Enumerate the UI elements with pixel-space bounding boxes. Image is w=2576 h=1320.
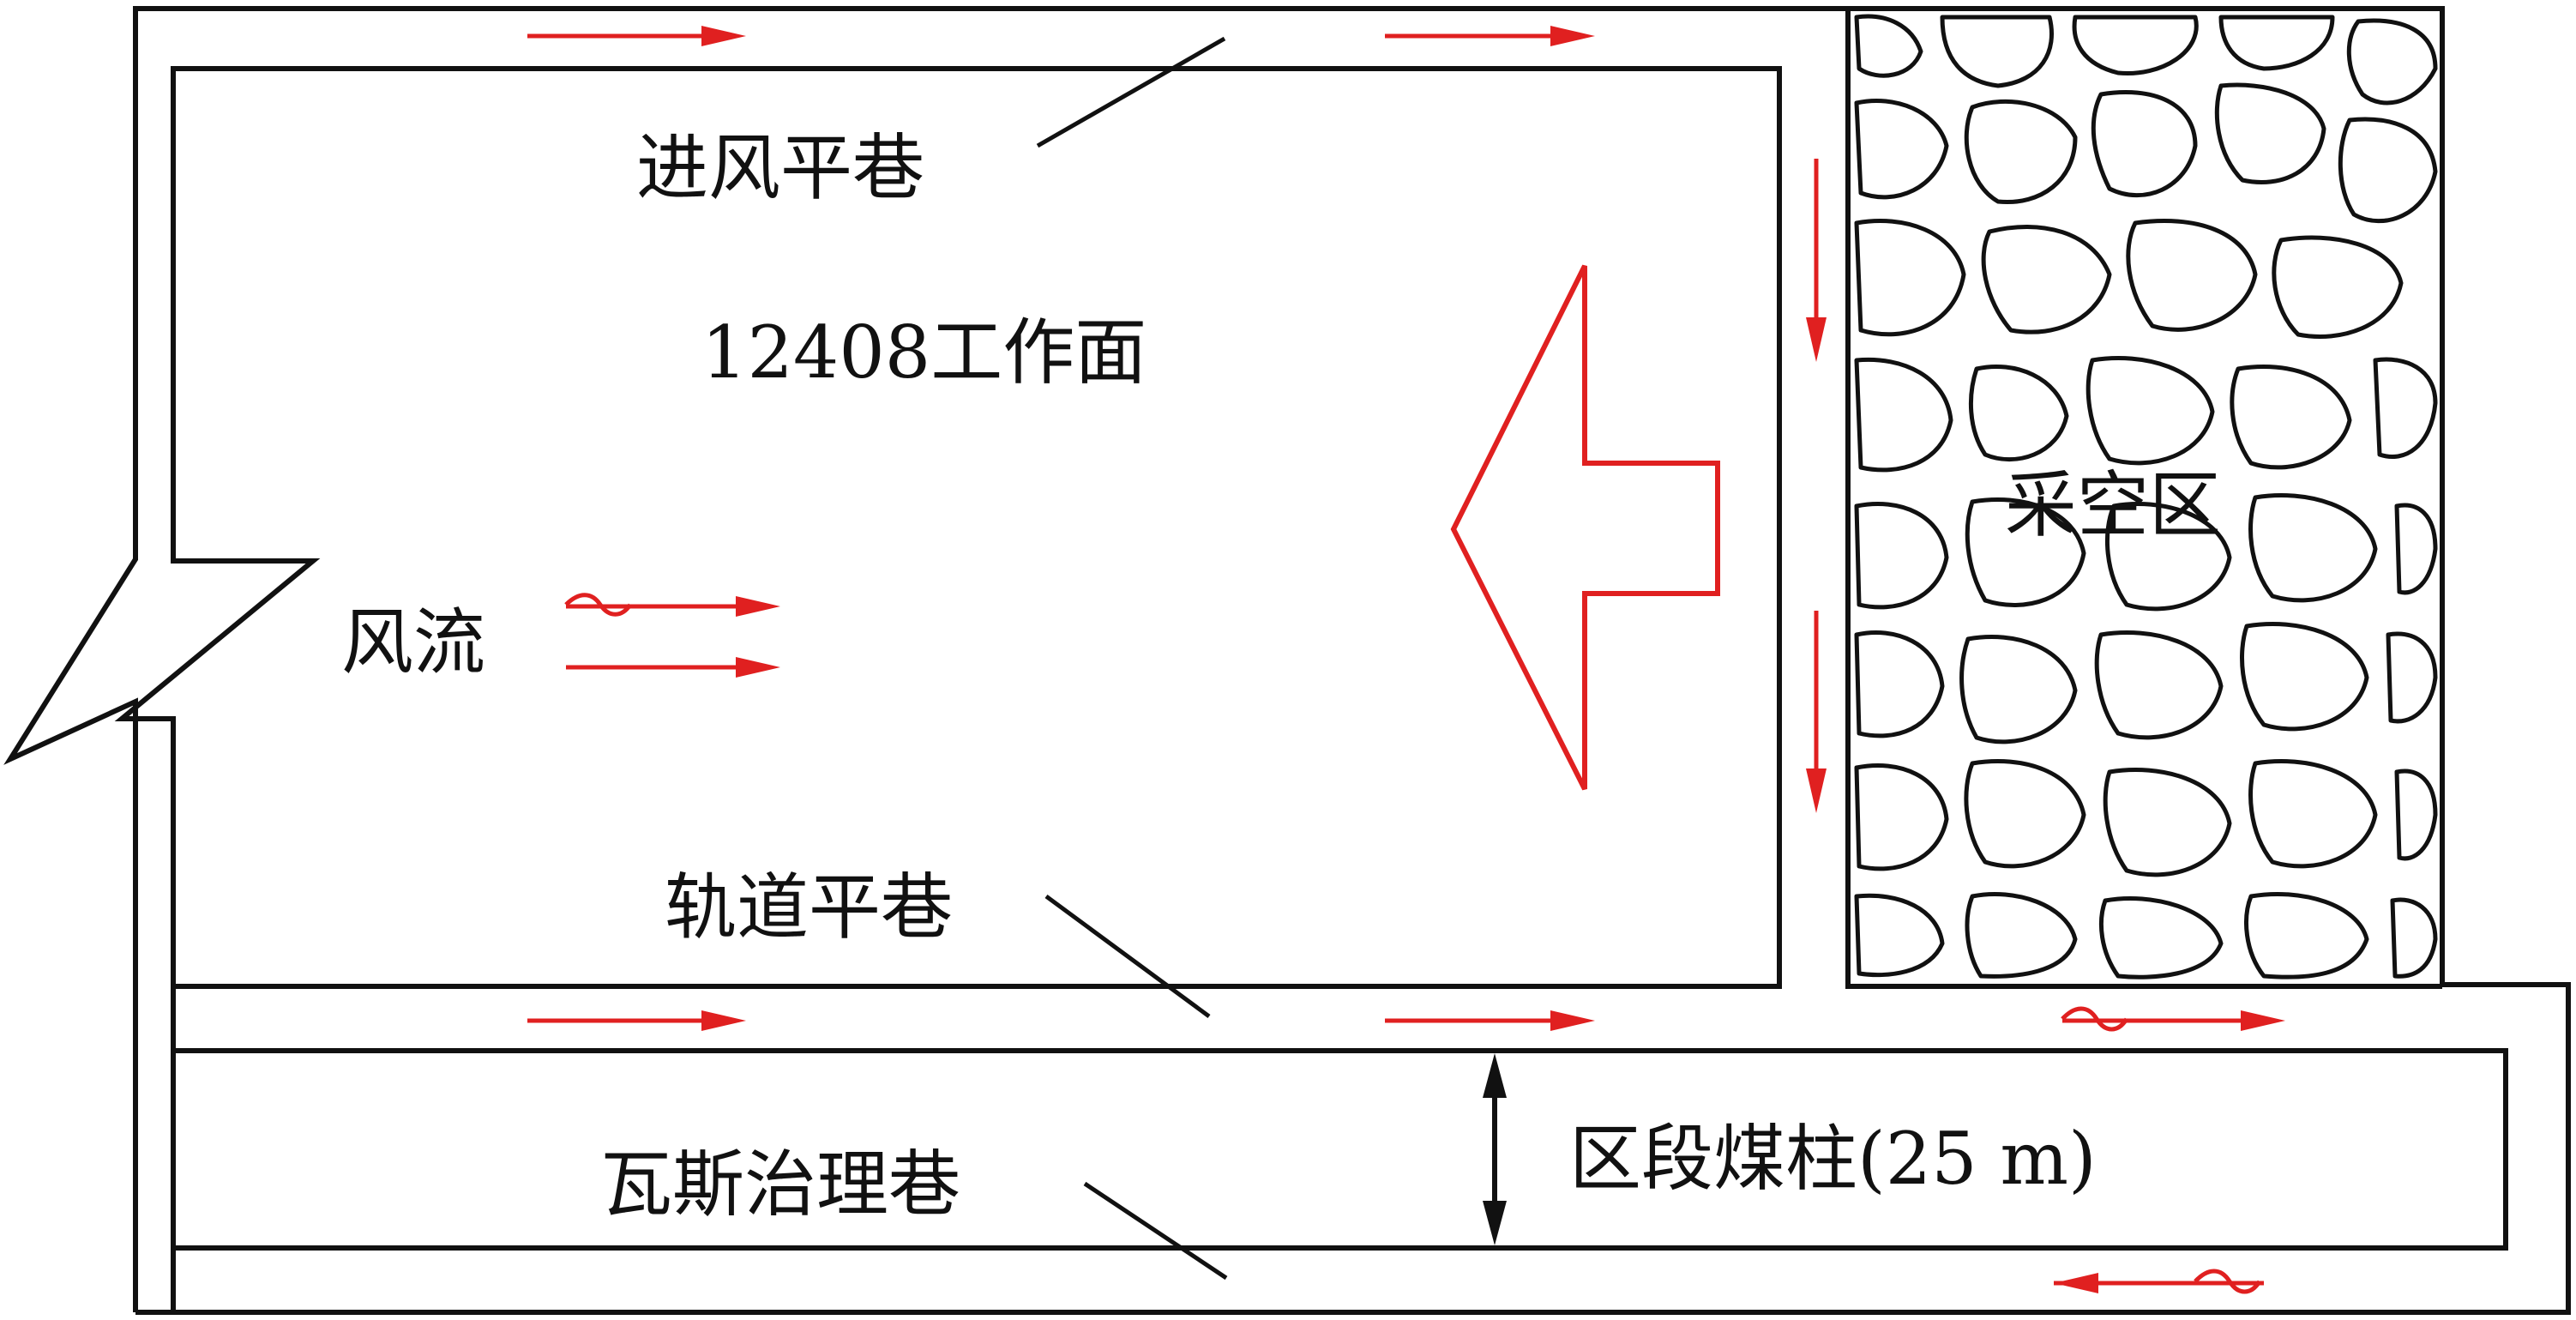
- airflow-label: 风流: [341, 600, 485, 684]
- goaf-label: 采空区: [2005, 463, 2221, 547]
- left-inner-wall: [114, 66, 1782, 1312]
- left-outer-wall: [3, 6, 2571, 1315]
- goaf-rock-pattern: [1854, 14, 2438, 979]
- intake-roadway-label: 进风平巷: [636, 126, 924, 210]
- leader-lines: [1036, 36, 1228, 1281]
- pillar-width-dimension: [1483, 1053, 1507, 1245]
- advance-direction-arrow: [1450, 264, 1720, 791]
- working-face-label: 12408工作面: [701, 310, 1147, 395]
- airflow-arrows: [527, 26, 2285, 1294]
- track-roadway-lower-wall: [173, 1048, 2508, 1251]
- track-roadway-label: 轨道平巷: [665, 865, 953, 949]
- coal-pillar-label: 区段煤柱(25 m): [1569, 1117, 2097, 1201]
- roadway-walls: [3, 6, 2571, 1315]
- gas-drainage-roadway-label: 瓦斯治理巷: [600, 1142, 960, 1227]
- return-roadway-inner-wall: [1845, 9, 2442, 989]
